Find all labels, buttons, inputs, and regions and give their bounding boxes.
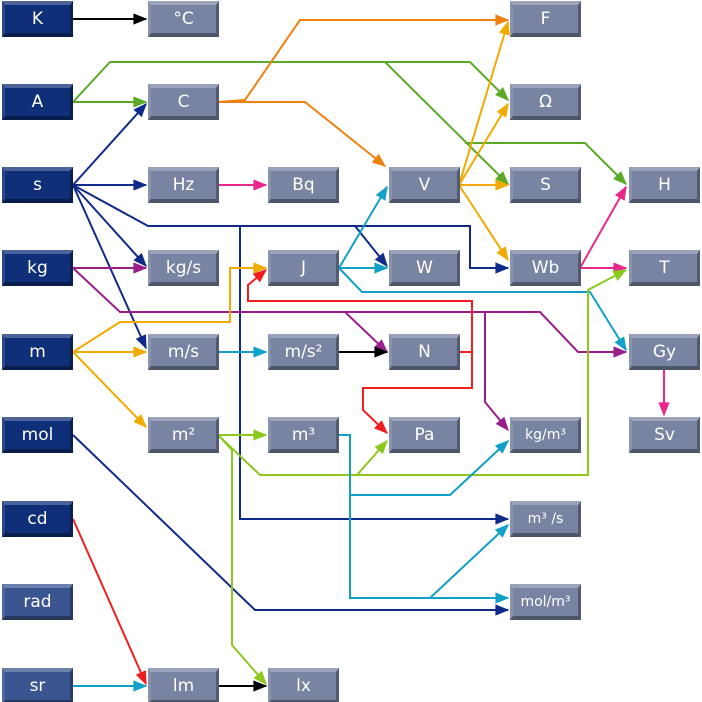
unit-node-kgs: kg/s <box>148 250 219 286</box>
edge-kg-to-gy <box>345 311 628 358</box>
edge-v-to-f <box>458 20 510 186</box>
unit-node-rad: rad <box>2 584 73 620</box>
edge-s-to-ms <box>72 184 147 350</box>
unit-node-ms: m/s <box>148 334 219 370</box>
edge-m-to-j <box>72 262 268 353</box>
edge-n-to-j <box>247 269 473 353</box>
edge-s-to-m3s <box>239 226 510 525</box>
unit-node-cd: cd <box>2 501 73 537</box>
edge-s-to-w <box>72 184 388 268</box>
unit-node-s: s <box>2 167 73 203</box>
unit-node-m3: m³ <box>268 417 339 453</box>
unit-node-hz: Hz <box>148 167 219 203</box>
unit-node-degc: °C <box>148 1 219 37</box>
unit-node-m: m <box>2 334 73 370</box>
edge-m2-to-lx <box>217 434 267 686</box>
unit-node-m3s: m³ /s <box>510 501 581 537</box>
edge-a-to-h <box>465 142 627 185</box>
unit-node-c: C <box>148 84 219 120</box>
unit-node-pa: Pa <box>389 417 460 453</box>
edge-s-to-wb <box>355 225 510 274</box>
unit-node-ohm: Ω <box>510 84 581 120</box>
unit-node-kgm3: kg/m³ <box>510 417 581 453</box>
unit-node-bq: Bq <box>268 167 339 203</box>
edge-a-to-ohm <box>72 61 509 103</box>
unit-node-h: H <box>629 167 700 203</box>
unit-node-k: K <box>2 1 73 37</box>
unit-node-t: T <box>629 250 700 286</box>
unit-node-kg: kg <box>2 250 73 286</box>
unit-node-s: S <box>510 167 581 203</box>
unit-node-m2: m² <box>148 417 219 453</box>
edge-c-to-v <box>218 101 387 167</box>
edge-v-to-ohm <box>458 102 509 186</box>
edge-cd-to-lm <box>72 518 147 686</box>
unit-node-f: F <box>510 1 581 37</box>
edge-j-to-gy <box>338 267 627 352</box>
unit-node-j: J <box>268 250 339 286</box>
unit-node-sr: sr <box>2 668 73 702</box>
edge-kg-to-kgm3 <box>484 312 509 432</box>
edge-m2-to-pa <box>217 434 388 476</box>
edge-s-to-kgs <box>72 184 147 268</box>
unit-node-sv: Sv <box>629 417 700 453</box>
edge-wb-to-h <box>579 185 627 269</box>
unit-node-lm: lm <box>148 668 219 702</box>
unit-node-ms2: m/s² <box>268 334 339 370</box>
unit-node-n: N <box>389 334 460 370</box>
edge-m-to-m2 <box>72 351 147 429</box>
edge-v-to-wb <box>458 184 509 262</box>
edge-kg-to-n <box>72 267 389 353</box>
edge-a-to-s <box>384 61 509 185</box>
unit-node-gy: Gy <box>629 334 700 370</box>
unit-node-w: W <box>389 250 460 286</box>
unit-node-a: A <box>2 84 73 120</box>
edge-n-to-pa <box>362 352 473 434</box>
edge-mol-to-molm3 <box>72 434 510 616</box>
unit-node-v: V <box>389 167 460 203</box>
unit-node-lx: lx <box>268 668 339 702</box>
edge-m3-to-m3s <box>349 495 510 599</box>
edge-s-to-c <box>72 102 147 186</box>
edge-j-to-v <box>338 185 388 269</box>
unit-node-molm3: mol/m³ <box>510 584 581 620</box>
unit-node-mol: mol <box>2 417 73 453</box>
unit-node-wb: Wb <box>510 250 581 286</box>
